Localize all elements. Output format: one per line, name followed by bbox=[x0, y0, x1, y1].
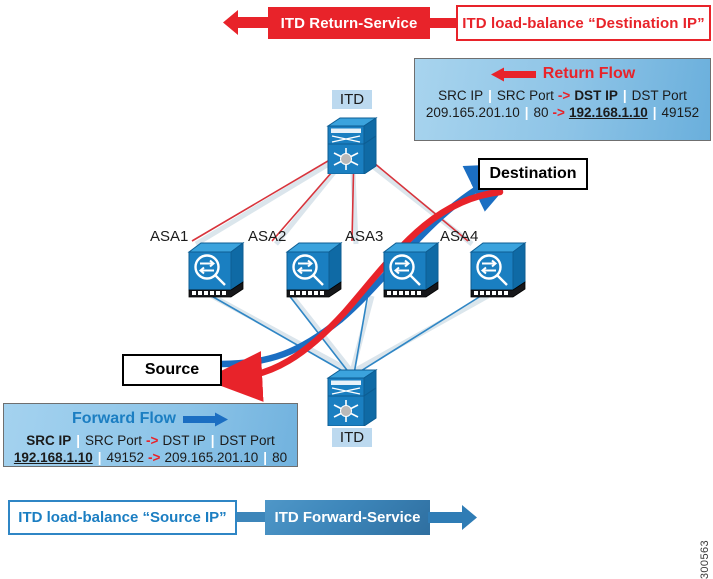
field-separator: | bbox=[97, 449, 102, 465]
asa3-label: ASA3 bbox=[345, 228, 384, 245]
field-separator: | bbox=[210, 433, 215, 448]
forward-flow-value-arrow: -> bbox=[148, 449, 161, 465]
itd-loadbalance-source-banner[interactable]: ITD load-balance “Source IP” bbox=[8, 500, 237, 535]
itd-return-service-label: ITD Return-Service bbox=[280, 14, 418, 32]
forward-flow-title: Forward Flow bbox=[72, 410, 176, 427]
forward-flow-header-1: SRC Port bbox=[85, 433, 143, 448]
forward-flow-value-2: 209.165.201.10 bbox=[164, 449, 259, 465]
itd-loadbalance-destination-banner[interactable]: ITD load-balance “Destination IP” bbox=[456, 5, 711, 41]
asa4-firewall-icon[interactable] bbox=[468, 240, 530, 298]
field-separator: | bbox=[524, 104, 529, 120]
itd-bottom-label: ITD bbox=[332, 428, 372, 447]
forward-flow-header-3: DST Port bbox=[219, 433, 275, 448]
return-flow-header-2: DST IP bbox=[574, 88, 618, 103]
return-flow-value-arrow: -> bbox=[552, 104, 565, 120]
forward-flow-header-row: SRC IP | SRC Port -> DST IP | DST Port bbox=[12, 433, 289, 450]
field-separator: | bbox=[76, 433, 81, 448]
document-id: 300563 bbox=[699, 540, 711, 579]
return-flow-header-row: SRC IP | SRC Port -> DST IP | DST Port bbox=[423, 88, 702, 105]
destination-label: Destination bbox=[489, 165, 577, 182]
destination-endpoint-box[interactable]: Destination bbox=[478, 158, 588, 190]
asa4-label: ASA4 bbox=[440, 228, 479, 245]
field-separator: | bbox=[263, 449, 268, 465]
return-flow-header-1: SRC Port bbox=[496, 88, 554, 103]
forward-flow-header-arrow: -> bbox=[146, 433, 159, 448]
asa1-label: ASA1 bbox=[150, 228, 189, 245]
itd-bottom-switch-icon[interactable] bbox=[326, 364, 380, 426]
itd-loadbalance-source-label: ITD load-balance “Source IP” bbox=[18, 509, 227, 526]
forward-flow-header-2: DST IP bbox=[162, 433, 206, 448]
itd-return-service-banner[interactable]: ITD Return-Service bbox=[268, 7, 430, 39]
return-service-connector bbox=[430, 18, 458, 28]
return-flow-title-row: Return Flow bbox=[423, 65, 702, 83]
forward-path-links bbox=[207, 293, 485, 375]
itd-top-switch-icon[interactable] bbox=[326, 112, 380, 174]
forward-flow-curve bbox=[217, 163, 527, 368]
field-separator: | bbox=[622, 88, 627, 103]
return-flow-header-0: SRC IP bbox=[438, 88, 484, 103]
field-separator: | bbox=[652, 104, 657, 120]
source-label: Source bbox=[144, 361, 200, 378]
forward-flow-title-row: Forward Flow bbox=[12, 410, 289, 428]
return-flow-value-0: 209.165.201.10 bbox=[425, 104, 520, 120]
forward-flow-value-row: 192.168.1.10 | 49152 -> 209.165.201.10 |… bbox=[12, 450, 289, 467]
return-flow-value-3: 49152 bbox=[661, 104, 700, 120]
forward-flow-value-3: 80 bbox=[272, 449, 288, 465]
asa3-firewall-icon[interactable] bbox=[381, 240, 443, 298]
forward-flow-value-0: 192.168.1.10 bbox=[13, 449, 93, 465]
forward-flow-header-0: SRC IP bbox=[26, 433, 72, 448]
return-flow-value-row: 209.165.201.10 | 80 -> 192.168.1.10 | 49… bbox=[423, 105, 702, 122]
itd-loadbalance-destination-label: ITD load-balance “Destination IP” bbox=[462, 14, 705, 32]
return-flow-panel: Return Flow SRC IP | SRC Port -> DST IP … bbox=[414, 58, 711, 141]
return-flow-value-2: 192.168.1.10 bbox=[568, 104, 648, 120]
return-service-arrow-icon bbox=[223, 10, 274, 35]
diagram-canvas: ITD Return-Service ITD load-balance “Des… bbox=[3, 5, 711, 579]
return-flow-arrow-icon bbox=[490, 67, 536, 81]
itd-forward-service-banner[interactable]: ITD Forward-Service bbox=[265, 500, 430, 535]
itd-top-label: ITD bbox=[332, 90, 372, 109]
forward-service-connector bbox=[237, 512, 267, 522]
forward-flow-arrow-icon bbox=[183, 412, 228, 426]
asa1-firewall-icon[interactable] bbox=[186, 240, 248, 298]
field-separator: | bbox=[488, 88, 492, 103]
forward-flow-value-1: 49152 bbox=[106, 449, 145, 465]
forward-service-arrow-icon bbox=[428, 505, 477, 530]
return-flow-header-3: DST Port bbox=[631, 88, 687, 103]
source-endpoint-box[interactable]: Source bbox=[122, 354, 222, 386]
asa2-firewall-icon[interactable] bbox=[284, 240, 346, 298]
forward-flow-panel: Forward Flow SRC IP | SRC Port -> DST IP… bbox=[3, 403, 298, 467]
return-flow-value-1: 80 bbox=[533, 104, 549, 120]
return-flow-header-arrow: -> bbox=[557, 88, 571, 103]
return-flow-title: Return Flow bbox=[542, 65, 636, 82]
asa2-label: ASA2 bbox=[248, 228, 287, 245]
itd-forward-service-label: ITD Forward-Service bbox=[274, 509, 421, 526]
return-flow-curve bbox=[203, 188, 504, 402]
